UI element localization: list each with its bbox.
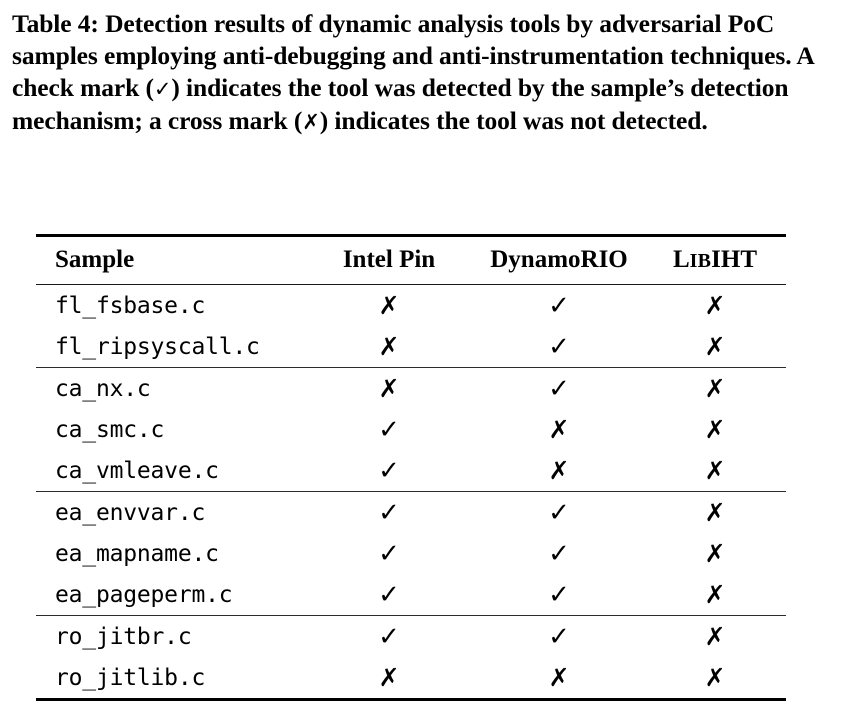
cell-intel-pin: ✓ [304,409,474,450]
cross-mark-icon: ✗ [704,538,726,568]
cross-mark-icon: ✗ [704,621,726,651]
cell-libiht: ✗ [644,285,786,327]
cell-intel-pin: ✗ [304,326,474,368]
cell-sample-name: ro_jitlib.c [55,664,206,691]
cell-libiht: ✗ [644,615,786,657]
cell-libiht: ✗ [644,326,786,368]
check-mark-icon: ✓ [378,455,400,486]
column-header-dynamorio: DynamoRIO [474,235,644,285]
cross-mark-icon: ✗ [704,290,726,320]
cell-intel-pin: ✗ [304,657,474,698]
cell-dynamorio: ✓ [474,615,644,657]
cell-libiht: ✗ [644,450,786,492]
cross-mark-icon: ✗ [378,331,400,361]
cross-mark-icon: ✗ [548,414,570,444]
check-mark-icon: ✓ [548,538,570,569]
cross-mark-icon: ✗ [548,455,570,485]
cross-mark-icon: ✗ [704,579,726,609]
check-mark-icon: ✓ [548,497,570,528]
detection-results-table: Sample Intel Pin DynamoRIO LIBIHT fl_fsb… [36,234,786,701]
table-row: ro_jitbr.c ✓ ✓ ✗ [36,615,786,657]
cell-sample-name: ea_pageperm.c [55,581,233,608]
cell-dynamorio: ✓ [474,367,644,409]
cross-mark-icon: ✗ [704,455,726,485]
cell-libiht: ✗ [644,491,786,533]
table-row: ea_envvar.c ✓ ✓ ✗ [36,491,786,533]
check-mark-icon: ✓ [378,538,400,569]
table-row: ea_pageperm.c ✓ ✓ ✗ [36,574,786,616]
caption-text-part3: ) indicates the tool was not detected. [319,105,708,135]
cross-mark-icon: ✗ [378,373,400,403]
results-table: Sample Intel Pin DynamoRIO LIBIHT fl_fsb… [36,234,786,698]
libiht-tail: IHT [711,246,758,273]
cell-sample-name: ea_mapname.c [55,540,219,567]
cross-mark-icon: ✗ [302,109,320,134]
table-row: ea_mapname.c ✓ ✓ ✗ [36,533,786,574]
cell-dynamorio: ✓ [474,491,644,533]
cell-libiht: ✗ [644,367,786,409]
cell-libiht: ✗ [644,574,786,616]
column-header-libiht: LIBIHT [644,235,786,285]
check-mark-icon: ✓ [548,579,570,610]
check-mark-icon: ✓ [378,621,400,652]
cross-mark-icon: ✗ [378,662,400,692]
cross-mark-icon: ✗ [704,662,726,692]
table-row: ca_smc.c ✓ ✗ ✗ [36,409,786,450]
cell-sample-name: ca_smc.c [55,416,165,443]
cell-intel-pin: ✓ [304,574,474,616]
cell-libiht: ✗ [644,409,786,450]
table-row: fl_ripsyscall.c ✗ ✓ ✗ [36,326,786,368]
cell-dynamorio: ✗ [474,409,644,450]
cell-dynamorio: ✓ [474,326,644,368]
caption-text-part2: ) indicates the tool was detected by the… [12,73,789,135]
cell-dynamorio: ✓ [474,533,644,574]
cell-intel-pin: ✗ [304,285,474,327]
caption-text-part1: Table 4: Detection results of dynamic an… [12,9,814,103]
check-mark-icon: ✓ [378,497,400,528]
cell-libiht: ✗ [644,657,786,698]
cell-libiht: ✗ [644,533,786,574]
check-mark-icon: ✓ [153,77,172,102]
table-row: ca_vmleave.c ✓ ✗ ✗ [36,450,786,492]
column-header-intel-pin: Intel Pin [304,235,474,285]
check-mark-icon: ✓ [378,579,400,610]
cell-sample-name: fl_ripsyscall.c [55,333,260,360]
libiht-lead: L [672,246,690,273]
check-mark-icon: ✓ [548,373,570,404]
check-mark-icon: ✓ [548,290,570,321]
table-header-row: Sample Intel Pin DynamoRIO LIBIHT [36,235,786,285]
table-header: Sample Intel Pin DynamoRIO LIBIHT [36,235,786,285]
cross-mark-icon: ✗ [548,662,570,692]
cell-sample-name: fl_fsbase.c [55,292,206,319]
table-caption: Table 4: Detection results of dynamic an… [12,8,842,137]
cell-sample-name: ca_vmleave.c [55,457,219,484]
check-mark-icon: ✓ [548,331,570,362]
table-body: fl_fsbase.c ✗ ✓ ✗ fl_ripsyscall.c ✗ ✓ ✗ ca_nx.c ✗… [36,285,786,699]
cell-dynamorio: ✗ [474,657,644,698]
check-mark-icon: ✓ [548,621,570,652]
cell-dynamorio: ✓ [474,285,644,327]
cell-intel-pin: ✓ [304,450,474,492]
cell-sample-name: ro_jitbr.c [36,615,304,657]
cell-intel-pin: ✓ [304,533,474,574]
cross-mark-icon: ✗ [704,373,726,403]
column-header-sample: Sample [36,235,304,285]
cell-intel-pin: ✗ [304,367,474,409]
cell-sample-name: ca_nx.c [36,367,304,409]
cell-dynamorio: ✗ [474,450,644,492]
cell-intel-pin: ✓ [304,491,474,533]
cell-dynamorio: ✓ [474,574,644,616]
table-row: ca_nx.c ✗ ✓ ✗ [36,367,786,409]
cell-sample-name: ea_envvar.c [36,491,304,533]
cross-mark-icon: ✗ [704,497,726,527]
cell-intel-pin: ✓ [304,615,474,657]
cross-mark-icon: ✗ [704,414,726,444]
cross-mark-icon: ✗ [378,290,400,320]
libiht-smallcaps: IB [689,250,712,272]
table-row: fl_fsbase.c ✗ ✓ ✗ [36,285,786,327]
table-row: ro_jitlib.c ✗ ✗ ✗ [36,657,786,698]
check-mark-icon: ✓ [378,414,400,445]
cross-mark-icon: ✗ [704,331,726,361]
